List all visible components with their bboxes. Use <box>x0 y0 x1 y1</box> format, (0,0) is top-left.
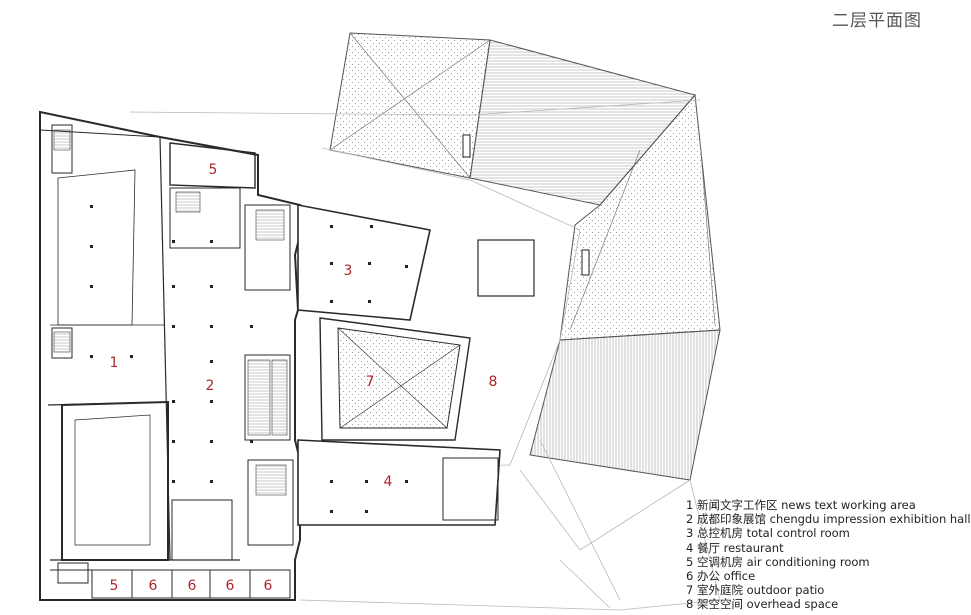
room-label-6-a: 6 <box>149 578 158 594</box>
room-label-6-b: 6 <box>188 578 197 594</box>
legend-item-8: 8 架空空间 overhead space <box>686 597 839 612</box>
room-label-3: 3 <box>344 263 353 279</box>
room-label-4: 4 <box>384 474 393 490</box>
column-grid <box>90 205 408 513</box>
legend-item-3: 3 总控机房 total control room <box>686 526 850 541</box>
legend-item-1: 1 新闻文字工作区 news text working area <box>686 498 916 512</box>
room-label-7: 7 <box>366 374 375 390</box>
building-walls <box>39 110 301 601</box>
legend-item-4: 4 餐厅 restaurant <box>686 540 784 555</box>
room-label-2: 2 <box>206 378 215 394</box>
legend-item-7: 7 室外庭院 outdoor patio <box>686 583 825 598</box>
legend: 1 新闻文字工作区 news text working area 2 成都印象展… <box>686 498 971 612</box>
room-label-6-d: 6 <box>264 578 273 594</box>
legend-item-2: 2 成都印象展馆 chengdu impression exhibition h… <box>686 512 971 527</box>
legend-item-5: 5 空调机房 air conditioning room <box>686 554 870 569</box>
room-label-5-top: 5 <box>209 162 218 178</box>
central-block <box>297 204 535 526</box>
drawing-title: 二层平面图 <box>832 11 922 31</box>
room-label-8: 8 <box>489 374 498 390</box>
room-label-6-c: 6 <box>226 578 235 594</box>
room-labels: 1 2 3 4 5 5 6 6 6 6 7 8 <box>110 162 498 594</box>
legend-item-6: 6 办公 office <box>686 569 756 584</box>
roof-hatching <box>329 32 721 481</box>
room-label-5-bottom: 5 <box>110 578 119 594</box>
room-label-1: 1 <box>110 355 119 371</box>
